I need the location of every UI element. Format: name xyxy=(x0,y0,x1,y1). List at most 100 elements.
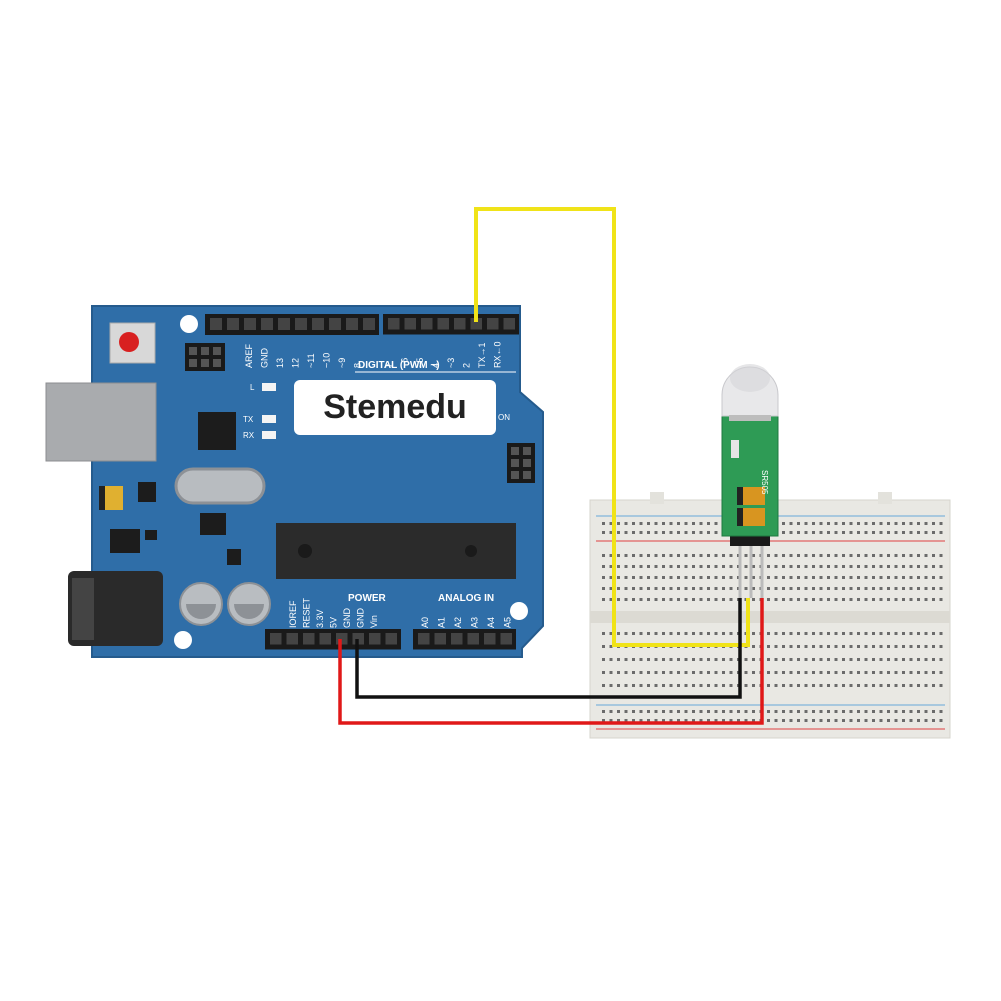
breadboard-hole xyxy=(842,522,845,525)
capacitor-band xyxy=(737,508,743,526)
breadboard-hole xyxy=(692,632,695,635)
breadboard-hole xyxy=(707,632,710,635)
breadboard-hole xyxy=(609,645,613,648)
breadboard-hole xyxy=(602,684,605,687)
breadboard-hole xyxy=(617,719,620,722)
breadboard-hole xyxy=(864,671,868,674)
breadboard-hole xyxy=(894,598,898,601)
breadboard-hole xyxy=(812,684,815,687)
breadboard-hole xyxy=(842,565,845,568)
breadboard-hole xyxy=(662,632,665,635)
breadboard-tab xyxy=(650,492,664,504)
breadboard-hole xyxy=(857,645,860,648)
breadboard-hole xyxy=(872,632,875,635)
breadboard-hole xyxy=(864,658,868,661)
breadboard-hole xyxy=(797,531,800,534)
breadboard-hole xyxy=(774,684,778,687)
smd-component xyxy=(145,530,157,540)
breadboard-hole xyxy=(864,684,868,687)
breadboard-hole xyxy=(879,658,883,661)
breadboard-hole xyxy=(932,710,935,713)
breadboard-hole xyxy=(617,522,620,525)
breadboard-hole xyxy=(887,645,890,648)
power-header-label: POWER xyxy=(348,593,387,604)
capacitor-band xyxy=(99,486,105,510)
digital-header-left xyxy=(205,314,379,335)
breadboard-hole xyxy=(782,684,785,687)
breadboard-hole xyxy=(669,658,673,661)
breadboard-hole xyxy=(669,565,673,568)
breadboard-hole xyxy=(812,645,815,648)
breadboard-hole xyxy=(714,576,718,579)
breadboard-hole xyxy=(624,658,628,661)
power-pin-label: Vin xyxy=(369,615,379,628)
breadboard-hole xyxy=(684,522,688,525)
breadboard-hole xyxy=(849,719,853,722)
breadboard-hole xyxy=(654,531,658,534)
breadboard-hole xyxy=(849,576,853,579)
digital-pin-label: TX→1 xyxy=(477,342,487,368)
breadboard-hole xyxy=(729,710,733,713)
breadboard-hole xyxy=(714,587,718,590)
analog-pin-label: A1 xyxy=(437,617,447,628)
mount-hole xyxy=(174,631,192,649)
breadboard-hole xyxy=(662,658,665,661)
breadboard-hole xyxy=(797,684,800,687)
breadboard-hole xyxy=(909,684,913,687)
breadboard-hole xyxy=(797,522,800,525)
breadboard-hole xyxy=(932,671,935,674)
breadboard-hole xyxy=(879,554,883,557)
analog-header-socket xyxy=(451,633,463,645)
breadboard-hole xyxy=(887,632,890,635)
breadboard-hole xyxy=(887,522,890,525)
breadboard-hole xyxy=(662,710,665,713)
breadboard-hole xyxy=(602,598,605,601)
breadboard-hole xyxy=(902,719,905,722)
breadboard-hole xyxy=(932,587,935,590)
breadboard-hole xyxy=(797,576,800,579)
breadboard-hole xyxy=(924,671,928,674)
breadboard-hole xyxy=(654,710,658,713)
breadboard-hole xyxy=(917,565,920,568)
breadboard-hole xyxy=(782,565,785,568)
breadboard-hole xyxy=(917,587,920,590)
power-pin-label: 5V xyxy=(329,617,339,628)
breadboard-hole xyxy=(917,522,920,525)
breadboard-hole xyxy=(669,710,673,713)
breadboard-hole xyxy=(804,522,808,525)
breadboard-hole xyxy=(662,671,665,674)
breadboard-hole xyxy=(917,671,920,674)
breadboard-hole xyxy=(834,587,838,590)
capacitor-top xyxy=(234,604,264,619)
breadboard-hole xyxy=(827,632,830,635)
breadboard-hole xyxy=(842,587,845,590)
breadboard-hole xyxy=(804,565,808,568)
breadboard-hole xyxy=(752,658,755,661)
breadboard-hole xyxy=(827,645,830,648)
breadboard-hole xyxy=(879,598,883,601)
breadboard-hole xyxy=(602,671,605,674)
breadboard-hole xyxy=(632,684,635,687)
breadboard-hole xyxy=(804,598,808,601)
breadboard-hole xyxy=(609,565,613,568)
breadboard-hole xyxy=(849,684,853,687)
breadboard-hole xyxy=(782,522,785,525)
breadboard-hole xyxy=(909,565,913,568)
digital-pin-label: 12 xyxy=(291,358,301,368)
breadboard-hole xyxy=(767,554,770,557)
breadboard-hole xyxy=(737,710,740,713)
breadboard-hole xyxy=(819,645,823,648)
breadboard-hole xyxy=(654,684,658,687)
breadboard-hole xyxy=(812,554,815,557)
breadboard-hole xyxy=(744,587,748,590)
breadboard-hole xyxy=(774,565,778,568)
breadboard-hole xyxy=(692,531,695,534)
breadboard-hole xyxy=(827,565,830,568)
breadboard-hole xyxy=(864,576,868,579)
digital-header-right-socket xyxy=(421,318,433,330)
power-pin-label: 3.3V xyxy=(315,609,325,628)
breadboard-hole xyxy=(872,719,875,722)
breadboard-hole xyxy=(752,565,755,568)
breadboard-hole xyxy=(602,522,605,525)
